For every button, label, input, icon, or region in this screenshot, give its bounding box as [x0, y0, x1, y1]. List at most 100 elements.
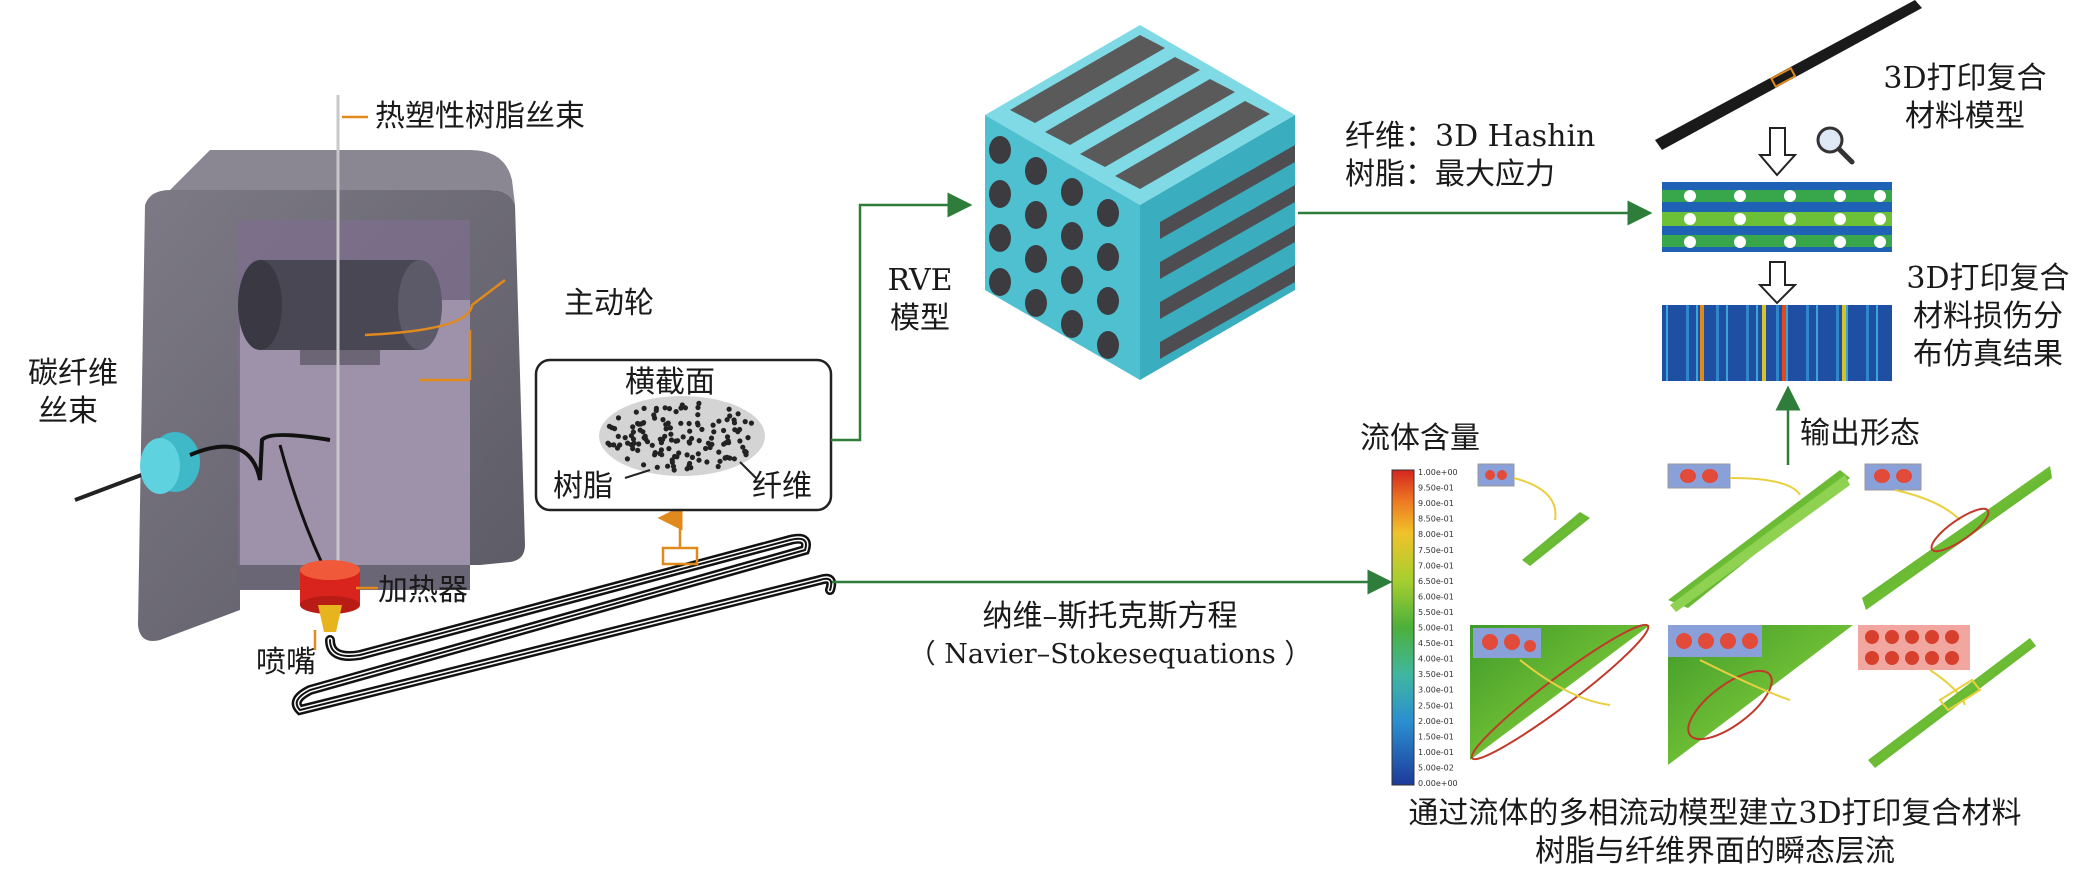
- magnifier-icon: [1816, 126, 1855, 165]
- fiber-dot: [689, 454, 696, 460]
- colorbar-tick-label: 5.00e-02: [1418, 763, 1454, 772]
- cross-section-label: 横截面: [625, 365, 715, 400]
- fiber-dot: [679, 402, 685, 408]
- fiber-dot: [615, 433, 621, 439]
- nozzle-label: 喷嘴: [256, 645, 316, 680]
- fiber-dot: [687, 428, 693, 434]
- fiber-dot: [716, 449, 722, 455]
- fiber-dot: [672, 453, 678, 460]
- fiber-dot: [641, 405, 647, 411]
- colorbar-tick-label: 5.50e-01: [1418, 608, 1454, 617]
- fiber-dot: [695, 404, 701, 411]
- rve-fiber-end: [1061, 178, 1083, 206]
- fiber-dot: [696, 400, 702, 406]
- leader-lines: [313, 115, 699, 650]
- stress-void: [1834, 213, 1846, 225]
- stress-void: [1684, 213, 1696, 225]
- stress-void: [1784, 190, 1796, 202]
- fiber-dot: [687, 460, 693, 467]
- fiber-dot: [694, 420, 701, 426]
- colorbar-tick-label: 1.50e-01: [1418, 732, 1454, 741]
- colorbar-tick-label: 4.00e-01: [1418, 655, 1454, 664]
- fiber-dot: [715, 463, 721, 470]
- fiber-dot: [696, 438, 702, 444]
- fiber-dot: [660, 417, 666, 423]
- fiber-dot: [709, 441, 715, 447]
- navier-stokes-label: 纳维–斯托克斯方程 （ Navier–Stokesequations ）: [908, 599, 1312, 670]
- colorbar-tick-label: 9.50e-01: [1418, 484, 1454, 493]
- laminar-flow-caption: 通过流体的多相流动模型建立3D打印复合材料 树脂与纤维界面的瞬态层流: [1408, 796, 2022, 869]
- fiber-dot: [611, 442, 617, 448]
- drive-wheel: [238, 260, 442, 365]
- colorbar-tick-label: 7.50e-01: [1418, 546, 1454, 555]
- fiber-dot: [662, 405, 668, 411]
- fiber-dot: [742, 448, 748, 454]
- fiber-dot: [673, 409, 679, 415]
- rve-fiber-end: [1097, 243, 1119, 271]
- fiber-dot: [668, 437, 675, 443]
- fiber-dot: [624, 456, 631, 462]
- fiber-dot: [731, 456, 738, 462]
- fiber-dot: [686, 420, 692, 427]
- rve-fiber-end: [1097, 287, 1119, 315]
- sim-panel-4: [1470, 623, 1650, 761]
- heater-label: 加热器: [378, 573, 468, 608]
- nozzle: [318, 605, 342, 632]
- fiber-dot: [630, 424, 636, 430]
- flow-arrows: [831, 192, 1801, 595]
- fiber-dot: [678, 420, 684, 426]
- fiber-dot: [721, 427, 727, 434]
- fiber-dot: [640, 420, 646, 426]
- fiber-dot: [660, 436, 666, 443]
- fiber-dot: [666, 406, 673, 412]
- rve-fiber-end: [1061, 222, 1083, 250]
- fiber-dot: [665, 463, 671, 469]
- colorbar-tick-label: 9.00e-01: [1418, 499, 1454, 508]
- fiber-dot: [633, 409, 639, 415]
- fiber-dot: [653, 405, 660, 411]
- down-arrow-icon-2: [1757, 261, 1798, 305]
- sim-panel-3: [1862, 463, 2052, 610]
- colorbar-tick-label: 8.00e-01: [1418, 530, 1454, 539]
- stress-void: [1684, 236, 1696, 248]
- fiber-dot: [689, 435, 695, 442]
- print-model-label: 3D打印复合 材料模型: [1883, 61, 2047, 134]
- colorbar-tick-label: 6.00e-01: [1418, 592, 1454, 601]
- fiber-dot: [717, 458, 723, 464]
- fiber-dot: [665, 420, 671, 426]
- fiber-dot: [745, 435, 751, 441]
- fiber-dot: [635, 447, 641, 453]
- rve-fiber-end: [1025, 245, 1047, 273]
- fiber-dot: [696, 457, 702, 463]
- rve-fiber-end: [1025, 201, 1047, 229]
- stress-void: [1734, 190, 1746, 202]
- fiber-dot: [625, 440, 631, 446]
- fiber-dot: [740, 444, 746, 450]
- rve-fiber-end: [989, 180, 1011, 208]
- rve-fiber-end: [1097, 331, 1119, 359]
- stress-void: [1834, 190, 1846, 202]
- fiber-dot: [640, 429, 646, 435]
- fiber-dot: [731, 420, 738, 426]
- fiber-dot: [669, 459, 676, 465]
- fiber-dot: [663, 426, 669, 432]
- fiber-dot: [710, 422, 716, 428]
- stress-void: [1874, 236, 1886, 248]
- stress-void: [1784, 236, 1796, 248]
- rve-fiber-end: [989, 224, 1011, 252]
- fiber-dot: [635, 420, 641, 427]
- fiber-dot: [617, 442, 623, 448]
- fiber-dot: [695, 451, 701, 457]
- fiber-dot: [652, 452, 658, 458]
- fiber-dot: [666, 446, 672, 452]
- fiber-dot: [726, 406, 732, 412]
- fiber-dot: [725, 438, 731, 444]
- colorbar-tick-label: 1.00e-01: [1418, 748, 1454, 757]
- carbon-fiber-label: 碳纤维 丝束: [28, 356, 118, 429]
- fiber-dot: [641, 435, 647, 441]
- fiber-dot: [628, 433, 635, 439]
- fiber-dot: [742, 419, 748, 425]
- fiber-dot: [649, 442, 655, 448]
- filament-label: 热塑性树脂丝束: [375, 99, 585, 134]
